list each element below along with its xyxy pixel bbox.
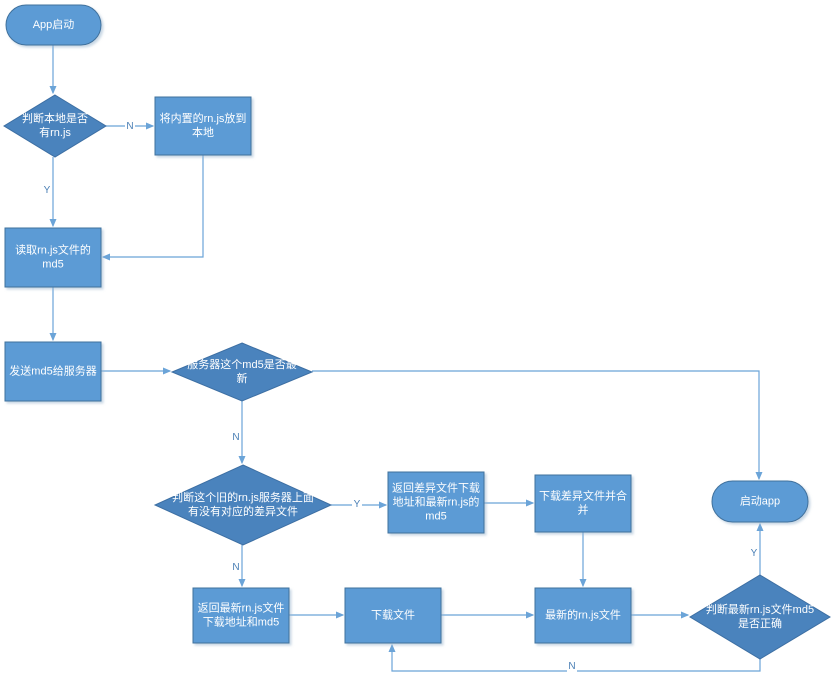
edge-verify-md5-no-to-download-file: N [388, 643, 761, 672]
edges-layer: N Y N Y N Y N [42, 45, 764, 672]
node-app-start[interactable]: App启动 [5, 4, 102, 46]
edge-has-diff-no-to-return-latest-label-bg [231, 561, 241, 573]
node-is-md5-latest[interactable]: 服务器这个md5是否最新 [170, 342, 314, 402]
node-launch-app[interactable]: 启动app [711, 480, 809, 523]
edge-has-diff-no-to-return-latest: N [231, 545, 246, 588]
node-download-file[interactable]: 下载文件 [344, 587, 442, 644]
node-has-local-rnjs-shape[interactable] [3, 94, 107, 158]
node-copy-builtin-rnjs-shape[interactable] [154, 96, 252, 156]
edge-has-local-yes-to-read-md5-label: Y [44, 185, 51, 196]
node-send-md5-to-server-shape[interactable] [4, 341, 102, 402]
node-download-and-merge-diff[interactable]: 下载差异文件并合并 [534, 474, 632, 533]
edge-is-latest-no-to-has-diff-label-bg [231, 431, 241, 443]
edge-copy-builtin-to-read-md5 [101, 155, 204, 261]
edge-verify-md5-yes-to-launch-app-label-bg [749, 547, 759, 559]
node-latest-rnjs-file[interactable]: 最新的rn.js文件 [534, 587, 632, 644]
edge-has-diff-yes-to-return-diff: Y [331, 498, 388, 510]
edge-copy-builtin-to-read-md5-line [101, 155, 204, 261]
node-latest-rnjs-file-shape[interactable] [534, 587, 632, 644]
node-read-rnjs-md5-shape[interactable] [4, 227, 102, 288]
edge-verify-md5-no-to-download-file-label-bg [567, 660, 577, 672]
node-is-md5-latest-shape[interactable] [170, 342, 314, 402]
node-copy-builtin-rnjs[interactable]: 将内置的rn.js放到本地 [154, 96, 252, 156]
node-download-file-shape[interactable] [344, 587, 442, 644]
edge-has-local-yes-to-read-md5-label-bg [42, 184, 52, 196]
node-app-start-shape[interactable] [5, 4, 102, 46]
edge-has-local-yes-to-read-md5: Y [42, 157, 57, 228]
edge-has-local-no-to-copy-builtin-label: N [126, 121, 133, 132]
node-return-latest-rnjs-url[interactable]: 返回最新rn.js文件下载地址和md5 [192, 587, 290, 644]
edge-verify-md5-yes-to-launch-app: Y [749, 522, 764, 575]
edge-is-latest-yes-to-launch-app-line [312, 370, 763, 481]
edge-has-diff-yes-to-return-diff-label: Y [354, 499, 361, 510]
node-has-local-rnjs[interactable]: 判断本地是否有rn.js [3, 94, 107, 158]
edge-has-diff-no-to-return-latest-label: N [232, 562, 239, 573]
edge-is-latest-no-to-has-diff: N [231, 401, 246, 465]
node-download-and-merge-diff-shape[interactable] [534, 474, 632, 533]
node-has-diff-file-shape[interactable] [153, 464, 333, 546]
node-return-latest-rnjs-url-shape[interactable] [192, 587, 290, 644]
node-return-diff-url-shape[interactable] [387, 471, 485, 534]
node-send-md5-to-server[interactable]: 发送md5给服务器 [4, 341, 102, 402]
node-verify-latest-md5-shape[interactable] [689, 574, 831, 660]
edge-has-local-no-to-copy-builtin: N [106, 120, 155, 132]
edge-verify-md5-yes-to-launch-app-label: Y [751, 548, 758, 559]
edge-verify-md5-no-to-download-file-label: N [568, 661, 575, 672]
edge-has-diff-yes-to-return-diff-label-bg [352, 498, 362, 510]
edge-is-latest-no-to-has-diff-label: N [232, 432, 239, 443]
node-launch-app-shape[interactable] [711, 480, 809, 523]
node-has-diff-file[interactable]: 判断这个旧的rn.js服务器上面有没有对应的差异文件 [153, 464, 333, 546]
edge-has-local-no-to-copy-builtin-label-bg [125, 120, 135, 132]
edge-is-latest-yes-to-launch-app [312, 370, 763, 481]
